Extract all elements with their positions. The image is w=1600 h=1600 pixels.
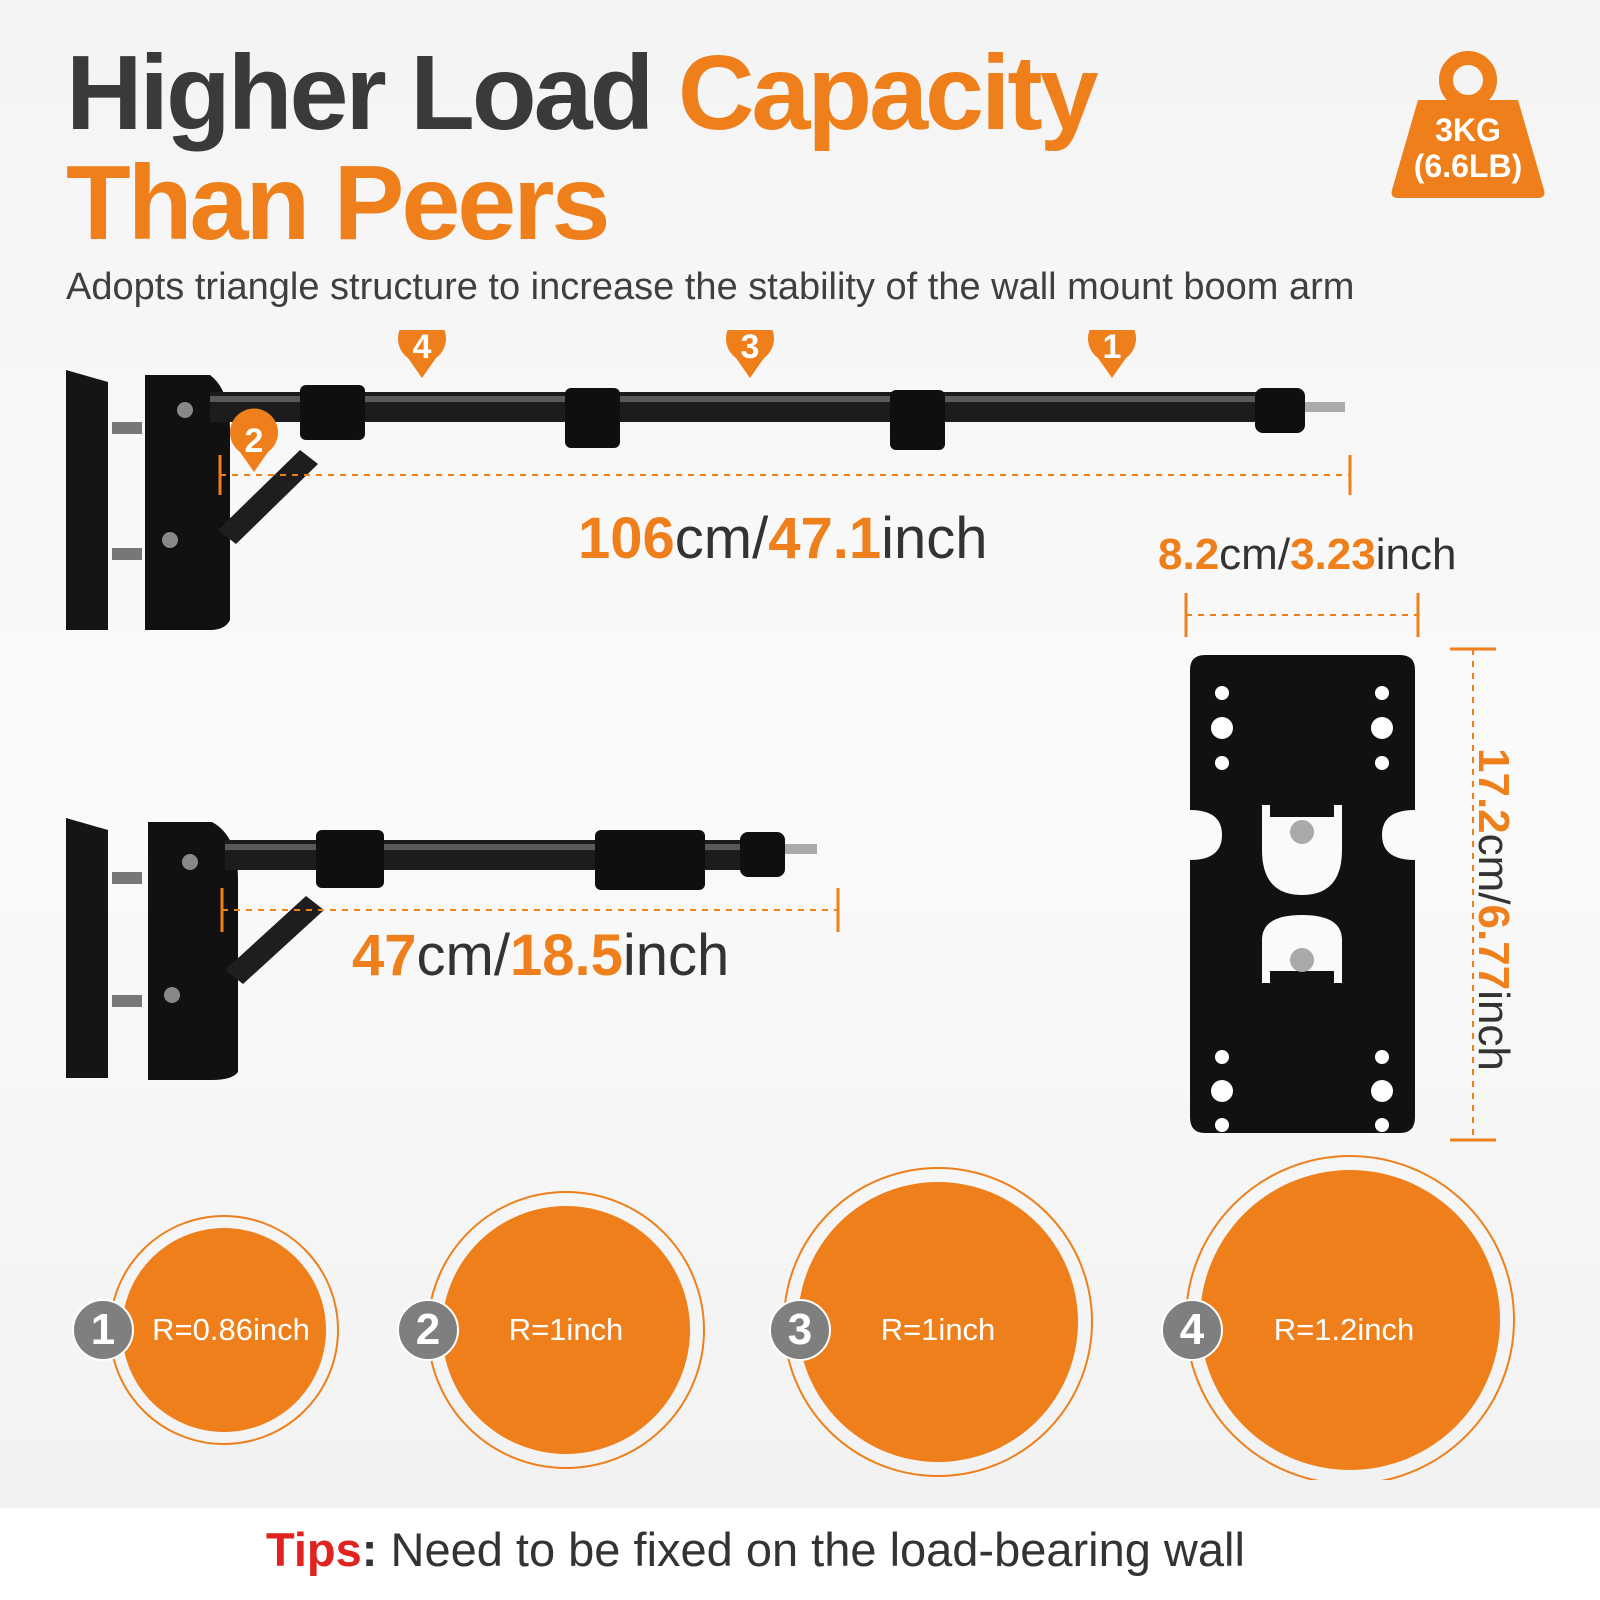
- marker-2: [230, 408, 278, 472]
- plate-width-label: 8.2cm/3.23inch: [1158, 530, 1456, 580]
- plate-height-cm-unit: cm/: [1469, 833, 1518, 905]
- extended-cm: 106: [578, 506, 675, 571]
- section-circles: [109, 1155, 1515, 1480]
- retracted-cm-unit: cm/: [416, 923, 510, 988]
- plate-height-inch-unit: inch: [1469, 990, 1518, 1071]
- tips-colon: :: [361, 1523, 378, 1576]
- tips-text: Tips: Need to be fixed on the load-beari…: [266, 1522, 1245, 1577]
- marker-3-label: 3: [741, 330, 760, 366]
- weight-lb: (6.6LB): [1413, 148, 1523, 184]
- tips-label: Tips: [266, 1523, 362, 1576]
- extended-boom-arm: 4 3 1 2: [66, 330, 1352, 630]
- weight-kg: 3KG: [1435, 112, 1501, 148]
- headline-orange-text: Capacity: [677, 34, 1099, 152]
- headline-line2: Than Peers: [66, 144, 610, 262]
- extended-inch-unit: inch: [881, 506, 988, 571]
- section-circle-4: [1200, 1170, 1500, 1470]
- section-label-2: R=1inch: [508, 1312, 624, 1347]
- section-label-3: R=1inch: [880, 1312, 996, 1347]
- section-badge-3: 3: [769, 1299, 831, 1361]
- extended-cm-unit: cm/: [674, 506, 769, 571]
- retracted-cm: 47: [352, 923, 417, 988]
- section-label-4: R=1.2inch: [1273, 1312, 1415, 1347]
- section-badge-4: 4: [1161, 1299, 1223, 1361]
- marker-4: [398, 330, 446, 378]
- section-label-1: R=0.86inch: [152, 1312, 310, 1347]
- retracted-boom-arm: [66, 818, 840, 1080]
- marker-3: [726, 330, 774, 378]
- retracted-length-label: 47cm/18.5inch: [352, 922, 729, 989]
- headline-line1: Higher Load Capacity: [66, 40, 1099, 146]
- retracted-inch: 18.5: [509, 923, 623, 988]
- extended-length-label: 106cm/47.1inch: [578, 505, 988, 572]
- subtitle: Adopts triangle structure to increase th…: [66, 266, 1355, 308]
- plate-height-cm: 17.2: [1469, 748, 1518, 834]
- plate-width-inch-unit: inch: [1375, 530, 1457, 579]
- weight-badge-text: 3KG (6.6LB): [1388, 112, 1548, 184]
- section-badge-1: 1: [72, 1299, 134, 1361]
- marker-1: [1088, 330, 1136, 378]
- tips-bar: [0, 1508, 1600, 1600]
- marker-4-label: 4: [413, 330, 432, 366]
- section-circle-1: [122, 1228, 326, 1432]
- marker-1-label: 1: [1103, 330, 1122, 366]
- plate-height-label: 17.2cm/6.77inch: [1468, 748, 1518, 1071]
- extended-inch: 47.1: [768, 506, 882, 571]
- section-circle-3: [798, 1182, 1078, 1462]
- plate-width-inch: 3.23: [1290, 530, 1376, 579]
- retracted-inch-unit: inch: [622, 923, 730, 988]
- headline-dark-text: Higher Load: [66, 34, 654, 152]
- section-badge-2: 2: [397, 1299, 459, 1361]
- plate-width-cm-unit: cm/: [1219, 530, 1291, 579]
- plate-width-cm: 8.2: [1158, 530, 1220, 579]
- plate-height-inch: 6.77: [1469, 904, 1518, 991]
- tips-message: Need to be fixed on the load-bearing wal…: [377, 1523, 1245, 1576]
- weight-icon: [1391, 51, 1545, 198]
- marker-2-label: 2: [245, 422, 264, 460]
- mounting-plate: [1184, 593, 1496, 1142]
- section-circle-2: [442, 1206, 690, 1454]
